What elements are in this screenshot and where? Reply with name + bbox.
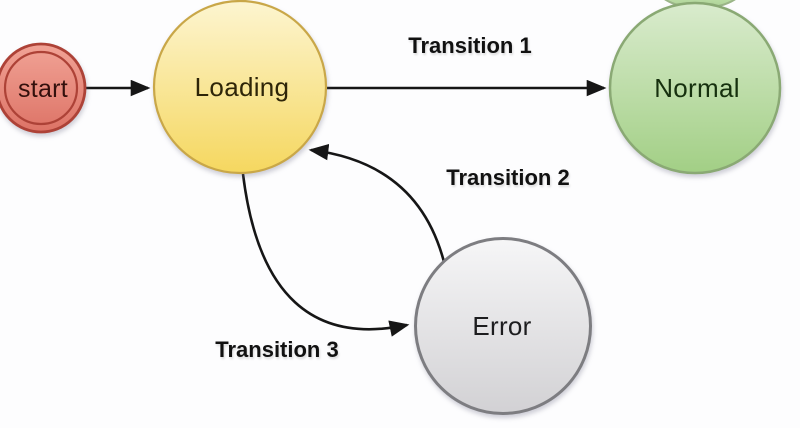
transition-1-label: Transition 1 bbox=[408, 33, 531, 58]
node-loading: Loading bbox=[152, 0, 328, 175]
node-normal: Normal bbox=[608, 1, 782, 175]
normal-node-label: Normal bbox=[654, 73, 740, 103]
node-error: Error bbox=[414, 237, 592, 415]
error-node-label: Error bbox=[472, 311, 531, 341]
transition-2-label: Transition 2 bbox=[446, 165, 569, 190]
transition-3-label: Transition 3 bbox=[215, 337, 338, 362]
start-node-inner-ring bbox=[3, 50, 79, 126]
node-start: start bbox=[0, 42, 87, 134]
edges bbox=[86, 79, 607, 337]
loading-node-circle bbox=[152, 0, 328, 175]
error-node-circle bbox=[414, 237, 592, 415]
start-node-label: start bbox=[18, 75, 68, 103]
edge-error-to-loading bbox=[308, 143, 446, 263]
start-node-circle bbox=[0, 42, 87, 134]
loading-node-label: Loading bbox=[195, 72, 290, 102]
normal-node-circle bbox=[608, 1, 782, 175]
edge-loading-to-error bbox=[241, 173, 410, 337]
